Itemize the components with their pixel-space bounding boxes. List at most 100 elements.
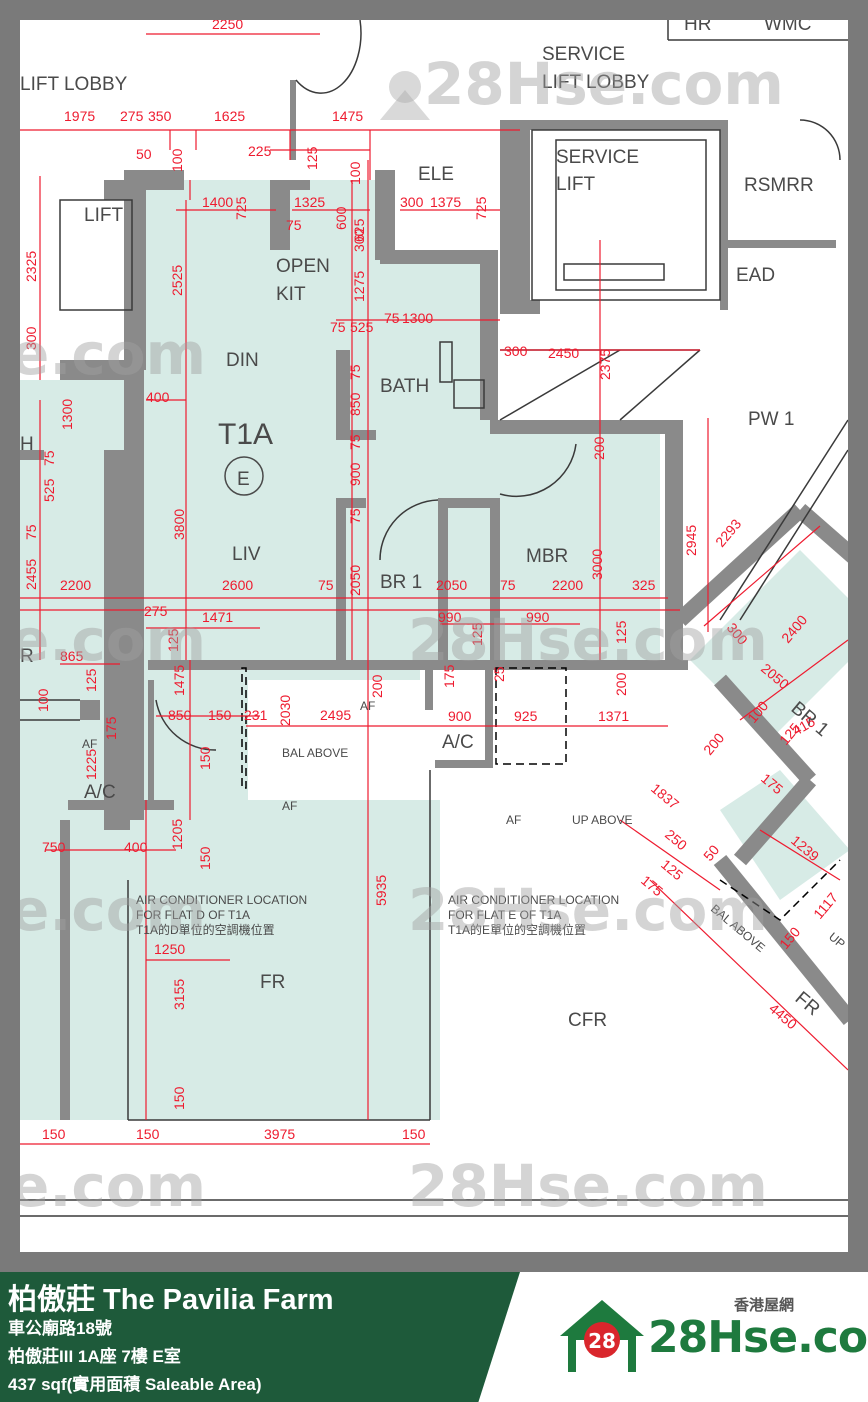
dim-label: 5935 xyxy=(373,875,389,906)
dim-label: 325 xyxy=(632,577,656,593)
room-labels: LIFT LOBBY SERVICE LIFT LOBBY SERVICE LI… xyxy=(20,20,833,1031)
open-kit-label-2: KIT xyxy=(276,284,306,305)
dim-label: 850 xyxy=(168,707,192,723)
af-note-3: AF xyxy=(360,699,375,713)
dim-label: 2250 xyxy=(212,20,243,32)
dashed-outlines xyxy=(241,667,841,921)
brand-name: 28Hse.com xyxy=(648,1312,868,1363)
dim-label: 150 xyxy=(402,1126,426,1142)
dim-label: 525 xyxy=(41,478,57,502)
dim-label: 900 xyxy=(448,708,472,724)
dim-label: 150 xyxy=(208,707,232,723)
dim-label: 2375 xyxy=(597,349,613,380)
dim-label: 850 xyxy=(347,392,363,416)
dim-label: 75 xyxy=(347,434,363,450)
h-label: H xyxy=(20,434,34,455)
dim-label: 231 xyxy=(244,707,268,723)
dim-label: 725 xyxy=(473,196,489,220)
brand-chinese-name: 香港屋網 xyxy=(734,1297,795,1314)
ac-label-2: A/C xyxy=(442,732,474,753)
dim-label: 75 xyxy=(347,508,363,524)
dim-label: 100 xyxy=(35,688,51,712)
liv-label: LIV xyxy=(232,544,261,565)
dim-label: 400 xyxy=(124,839,148,855)
watermark-badge-icon xyxy=(380,71,430,120)
dim-label: 200 xyxy=(613,672,629,696)
dim-label: 150 xyxy=(136,1126,160,1142)
dim-label: 1205 xyxy=(169,819,185,850)
up-above-note: UP ABOVE xyxy=(572,813,632,827)
dim-label: 75 xyxy=(318,577,334,593)
dim-label: 125 xyxy=(613,620,629,644)
dim-label: 75 xyxy=(286,217,302,233)
watermark-text: e.com xyxy=(20,876,206,944)
ele-label: ELE xyxy=(418,164,454,185)
bal-above-note: BAL ABOVE xyxy=(282,746,348,760)
service-lift-lobby-label-2: LIFT LOBBY xyxy=(542,72,650,93)
dim-label: 750 xyxy=(42,839,66,855)
hr-label: HR xyxy=(684,20,711,35)
dim-label: 600 xyxy=(333,206,349,230)
watermark-text: 28Hse.com xyxy=(424,50,784,118)
watermark-text: e.com xyxy=(20,606,206,674)
ac-label-1: A/C xyxy=(84,782,116,803)
dim-label: 2495 xyxy=(320,707,351,723)
dim-label: 1375 xyxy=(430,194,461,210)
dim-label: 225 xyxy=(248,143,272,159)
dim-label: 1475 xyxy=(332,108,363,124)
lift-label: LIFT xyxy=(84,205,123,226)
dim-label: 150 xyxy=(42,1126,66,1142)
watermark-text: 28Hse.com xyxy=(408,876,768,944)
dim-label: 990 xyxy=(438,609,462,625)
bath-label: BATH xyxy=(380,376,429,397)
lift-lobby-label: LIFT LOBBY xyxy=(20,74,128,95)
dim-label: 2600 xyxy=(222,577,253,593)
dim-label: 1975 xyxy=(64,108,95,124)
house-logo-icon: 28 xyxy=(560,1300,644,1372)
dim-label: 75 xyxy=(41,450,57,466)
dim-label: 2050 xyxy=(347,565,363,596)
dim-label: 2525 xyxy=(169,265,185,296)
dim-label: 300 xyxy=(351,228,367,252)
wmc-label: WMC xyxy=(764,20,811,35)
dim-label: 2200 xyxy=(552,577,583,593)
rsmrr-label: RSMRR xyxy=(744,175,814,196)
dim-label: 2200 xyxy=(60,577,91,593)
dim-label: 125 xyxy=(165,628,181,652)
dim-label: 865 xyxy=(60,648,84,664)
property-area: 437 sqf(實用面積 Saleable Area) xyxy=(8,1375,262,1394)
dim-label: 1475 xyxy=(171,665,187,696)
din-label: DIN xyxy=(226,350,259,371)
dim-label: 1471 xyxy=(202,609,233,625)
ac-e-note-3: T1A的E單位的空調機位置 xyxy=(448,922,586,937)
dim-label: 75 xyxy=(23,524,39,540)
walls xyxy=(20,80,836,1120)
dim-label: 1625 xyxy=(214,108,245,124)
dim-label: 175 xyxy=(441,664,457,688)
dim-label: 75 xyxy=(384,310,400,326)
brand-badge-number: 28 xyxy=(588,1329,616,1353)
dim-label: 50 xyxy=(700,842,722,864)
watermarks: 28Hse.com e.com 28Hse.com e.com 28Hse.co… xyxy=(20,50,784,1220)
service-lift-label-1: SERVICE xyxy=(556,147,639,168)
dim-label: 1325 xyxy=(294,194,325,210)
dim-label: 3000 xyxy=(589,549,605,580)
dim-label: 75 xyxy=(500,577,516,593)
floor-plan-sheet: LIFT LOBBY SERVICE LIFT LOBBY SERVICE LI… xyxy=(20,20,848,1252)
dim-label: 400 xyxy=(146,389,170,405)
dim-label: 990 xyxy=(526,609,550,625)
af-note-4: AF xyxy=(506,813,521,827)
dim-label: 725 xyxy=(233,196,249,220)
ead-label: EAD xyxy=(736,265,775,286)
dim-label: 1400 xyxy=(202,194,233,210)
dim-label: 175 xyxy=(103,716,119,740)
floor-plan: LIFT LOBBY SERVICE LIFT LOBBY SERVICE LI… xyxy=(20,20,848,1220)
dim-label: 150 xyxy=(171,1086,187,1110)
open-kit-label-1: OPEN xyxy=(276,256,330,277)
ac-d-note-1: AIR CONDITIONER LOCATION xyxy=(136,893,307,907)
dim-label: 1275 xyxy=(351,271,367,302)
dim-label: 2030 xyxy=(277,695,293,726)
dim-label: 1371 xyxy=(598,708,629,724)
dim-label: 250 xyxy=(662,826,690,853)
dim-label: 3975 xyxy=(264,1126,295,1142)
